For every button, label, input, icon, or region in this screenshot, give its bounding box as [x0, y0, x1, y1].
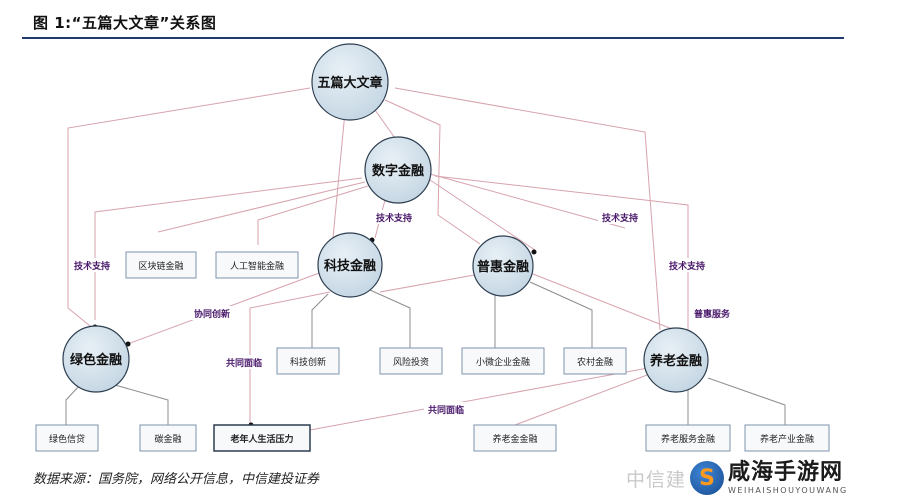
edge-green-carbon — [114, 384, 169, 425]
node-green: 绿色金融 — [62, 325, 130, 393]
box-label: 人工智能金融 — [230, 260, 284, 272]
box-label: 区块链金融 — [138, 260, 183, 272]
box-label: 养老服务金融 — [661, 433, 715, 445]
edge-tech-risk — [369, 289, 411, 348]
box-pension-industry: 养老产业金融 — [744, 424, 830, 452]
watermark-faded-text: 中信建 — [626, 468, 687, 491]
edge-digital-left — [94, 177, 363, 320]
box-label: 小微企业金融 — [476, 356, 530, 368]
edge-top-tech — [332, 111, 346, 239]
edge-top-pension — [394, 87, 661, 331]
watermark-brand-name: 咸海手游网 — [728, 459, 844, 485]
endpoint-dot — [531, 249, 537, 255]
box-label: 科技创新 — [290, 356, 326, 368]
label-inclusive-service: 普惠服务 — [694, 308, 731, 320]
node-top: 五篇大文章 — [311, 43, 389, 121]
node-inclusive: 普惠金融 — [472, 235, 534, 297]
box-blockchain: 区块链金融 — [125, 251, 197, 279]
box-label: 老年人生活压力 — [229, 433, 293, 445]
leaf-boxes: 区块链金融 人工智能金融 科技创新 风险投资 小微企业金融 农村金融 绿色信贷 — [35, 251, 830, 452]
label-common-face-bottom: 共同面临 — [428, 404, 464, 416]
edge-top-inclusive — [384, 99, 481, 245]
box-label: 风险投资 — [393, 356, 429, 368]
box-label: 绿色信贷 — [49, 433, 85, 445]
label-common-face-left: 共同面临 — [226, 357, 262, 369]
node-label: 绿色金融 — [70, 352, 122, 368]
edge-top-digital — [374, 109, 396, 139]
watermark-brand-sub: WEIHAISHOUYOUWANG — [728, 485, 848, 495]
edge-top-green — [67, 87, 311, 331]
watermark-logo-icon: S — [690, 461, 725, 495]
edge-tech-innovation — [311, 293, 329, 348]
watermark-logo-letter: S — [699, 465, 715, 491]
label-coop-innovation: 协同创新 — [194, 308, 230, 320]
watermark-brand: 咸海手游网 WEIHAISHOUYOUWANG — [728, 459, 848, 495]
edge-inclusive-rural — [529, 281, 593, 348]
endpoint-dot — [125, 341, 131, 347]
edge-inclusive-tech — [379, 273, 481, 293]
node-label: 养老金融 — [649, 353, 702, 369]
box-green-credit: 绿色信贷 — [35, 424, 99, 452]
edge-digital-pension — [434, 175, 689, 330]
box-aging-pressure: 老年人生活压力 — [213, 424, 311, 452]
edge-labels: 技术支持 技术支持 技术支持 技术支持 协同创新 共同面临 共同面临 普惠服务 — [70, 210, 738, 416]
label-tech-support-mid: 技术支持 — [376, 212, 412, 224]
edge-digital-far — [429, 173, 626, 229]
watermark: 中信建 S 咸海手游网 WEIHAISHOUYOUWANG — [626, 460, 848, 496]
box-ai: 人工智能金融 — [215, 251, 299, 279]
figure-source: 数据来源：国务院，网络公开信息，中信建投证券 — [33, 472, 320, 487]
box-pension-service: 养老服务金融 — [645, 424, 731, 452]
edge-green-credit — [65, 384, 81, 425]
box-label: 碳金融 — [154, 433, 181, 445]
figure-title: 图 1:“五篇大文章”关系图 — [33, 14, 217, 32]
box-carbon: 碳金融 — [139, 424, 197, 452]
edge-tech-aging — [249, 291, 331, 425]
box-label: 养老产业金融 — [760, 433, 814, 445]
box-sme: 小微企业金融 — [461, 347, 545, 375]
edge-digital-ai — [257, 185, 369, 245]
box-pension-fund: 养老金金融 — [473, 424, 557, 452]
edge-digital-blockchain — [157, 181, 366, 233]
node-label: 普惠金融 — [477, 259, 529, 275]
node-label: 科技金融 — [324, 258, 376, 274]
box-tech-innovation: 科技创新 — [276, 347, 340, 375]
label-tech-support-right: 技术支持 — [602, 212, 638, 224]
edge-digital-inclusive — [429, 179, 536, 251]
box-label: 养老金金融 — [492, 433, 537, 445]
node-pension: 养老金融 — [643, 327, 709, 393]
edge-pension-aging — [309, 367, 649, 431]
node-label: 数字金融 — [372, 163, 424, 179]
box-rural: 农村金融 — [563, 347, 627, 375]
connector-lines — [65, 87, 786, 431]
edge-pension-industry — [707, 377, 786, 425]
title-rule — [22, 37, 844, 39]
label-tech-support-far-right: 技术支持 — [669, 260, 705, 272]
node-tech: 科技金融 — [317, 232, 383, 298]
node-label: 五篇大文章 — [317, 75, 382, 91]
main-nodes: 五篇大文章 数字金融 科技金融 普惠金融 绿色金融 养老金融 — [62, 43, 709, 393]
box-label: 农村金融 — [577, 356, 613, 368]
node-digital: 数字金融 — [364, 136, 432, 204]
box-risk-investment: 风险投资 — [379, 347, 443, 375]
label-tech-support-left: 技术支持 — [74, 260, 110, 272]
edge-pension-fund — [514, 371, 656, 426]
